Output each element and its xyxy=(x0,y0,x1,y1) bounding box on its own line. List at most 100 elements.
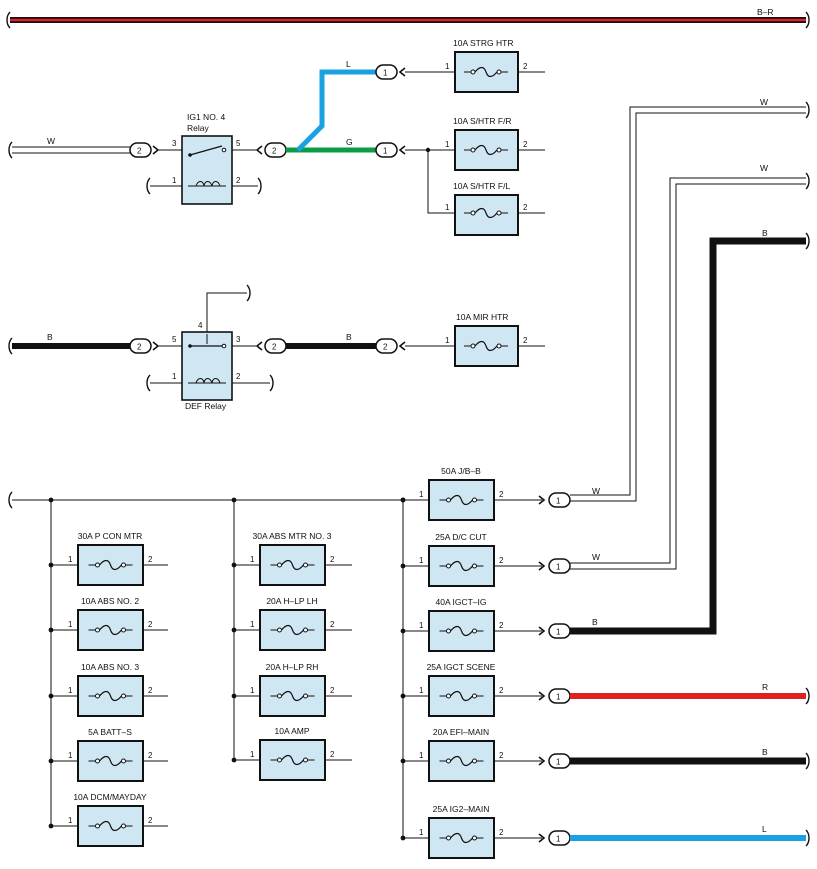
svg-text:2: 2 xyxy=(523,140,528,149)
fuse-strg-htr: 10A STRG HTR 1 2 xyxy=(445,38,545,93)
junction-dot xyxy=(231,562,237,568)
connector-1: 1 xyxy=(538,492,571,508)
wire-label: B xyxy=(592,617,598,627)
fuse-label: 20A H–LP LH xyxy=(266,596,317,606)
svg-text:2: 2 xyxy=(523,203,528,212)
fuse-shtr-fl: 10A S/HTR F/L 1 2 xyxy=(445,181,545,236)
fuse-label: 10A AMP xyxy=(275,726,310,736)
junction-dot xyxy=(231,693,237,699)
junction-dot xyxy=(231,627,237,633)
fuse-10a-abs-no-3: 10A ABS NO. 3 1 2 xyxy=(48,662,168,717)
fuse-shtr-fl-label: 10A S/HTR F/L xyxy=(453,181,510,191)
svg-text:1: 1 xyxy=(556,835,561,844)
fuse-label: 5A BATT–S xyxy=(88,727,132,737)
fuse-label: 10A DCM/MAYDAY xyxy=(73,792,147,802)
fuse-5a-batt-s: 5A BATT–S 1 2 xyxy=(48,727,168,782)
def-relay: DEF Relay xyxy=(181,331,233,411)
svg-text:1: 1 xyxy=(556,628,561,637)
pin-1: 1 xyxy=(68,686,73,695)
pin-2: 2 xyxy=(330,686,335,695)
def-pin-3: 3 xyxy=(236,335,241,344)
pin-1: 1 xyxy=(250,750,255,759)
fuse-strg-htr-label: 10A STRG HTR xyxy=(453,38,513,48)
pin-1: 1 xyxy=(68,751,73,760)
connector-1: 1 xyxy=(538,830,571,846)
wire-label: W xyxy=(592,486,600,496)
ig1-pin-3: 3 xyxy=(172,139,177,148)
l-wire-label: L xyxy=(346,59,351,69)
fuse-label: 50A J/B–B xyxy=(441,466,481,476)
svg-text:2: 2 xyxy=(137,147,142,156)
pin-2: 2 xyxy=(499,556,504,565)
g-wire-label: G xyxy=(346,137,353,147)
connector-1-g: 1 xyxy=(375,142,406,158)
svg-text:2: 2 xyxy=(523,62,528,71)
b-wire-right-label: B xyxy=(762,228,768,238)
w-wire-right-1 xyxy=(570,101,810,502)
ig1-no4-relay: IG1 NO. 4 Relay xyxy=(181,112,233,205)
pin-1: 1 xyxy=(419,556,424,565)
junction-dot xyxy=(400,563,406,569)
b-wire-right xyxy=(570,232,810,635)
w-wire-left xyxy=(8,141,130,159)
pin-2: 2 xyxy=(499,751,504,760)
svg-text:1: 1 xyxy=(445,203,450,212)
svg-text:1: 1 xyxy=(445,140,450,149)
fuse-label: 20A H–LP RH xyxy=(266,662,319,672)
pin-2: 2 xyxy=(148,816,153,825)
pin-2: 2 xyxy=(499,621,504,630)
fuse-label: 20A EFI–MAIN xyxy=(433,727,489,737)
pin-2: 2 xyxy=(499,490,504,499)
pin-2: 2 xyxy=(148,555,153,564)
fuse-label: 40A IGCT–IG xyxy=(435,597,486,607)
fuse-mir-htr-label: 10A MIR HTR xyxy=(456,312,508,322)
connector-2-e: 2 xyxy=(375,338,406,354)
fuse-mir-htr: 10A MIR HTR 1 2 xyxy=(445,312,545,367)
pin-1: 1 xyxy=(250,555,255,564)
svg-text:2: 2 xyxy=(272,147,277,156)
pin-1: 1 xyxy=(419,621,424,630)
top-bus-wire xyxy=(6,11,810,29)
connector-1-l: 1 xyxy=(375,64,406,80)
pin-2: 2 xyxy=(148,686,153,695)
junction-dot xyxy=(48,693,54,699)
svg-text:2: 2 xyxy=(272,343,277,352)
def-pin-2: 2 xyxy=(236,372,241,381)
junction-dot xyxy=(48,823,54,829)
junction-dot xyxy=(400,758,406,764)
connector-2-d: 2 xyxy=(255,338,287,354)
top-bus-label: B–R xyxy=(757,7,774,17)
junction-dot xyxy=(400,693,406,699)
junction-dot xyxy=(400,628,406,634)
pin-2: 2 xyxy=(499,828,504,837)
pin-2: 2 xyxy=(148,751,153,760)
pin-2: 2 xyxy=(148,620,153,629)
junction-dot xyxy=(48,562,54,568)
wire-label: R xyxy=(762,682,768,692)
fuse-shtr-fr-label: 10A S/HTR F/R xyxy=(453,116,512,126)
def-relay-label: DEF Relay xyxy=(185,401,227,411)
connector-1: 1 xyxy=(538,688,571,704)
connector-2-b: 2 xyxy=(255,142,287,158)
svg-text:1: 1 xyxy=(445,62,450,71)
ig1-pin-2: 2 xyxy=(236,176,241,185)
junction-dot xyxy=(231,757,237,763)
ig1-relay-label-line1: IG1 NO. 4 xyxy=(187,112,226,122)
svg-text:1: 1 xyxy=(556,758,561,767)
pin-2: 2 xyxy=(499,686,504,695)
b-wire-left-label: B xyxy=(47,332,53,342)
lower-bus xyxy=(8,491,428,838)
fuse-label: 30A P CON MTR xyxy=(78,531,143,541)
svg-text:1: 1 xyxy=(556,693,561,702)
fuse-label: 10A ABS NO. 3 xyxy=(81,662,139,672)
pin-1: 1 xyxy=(419,828,424,837)
